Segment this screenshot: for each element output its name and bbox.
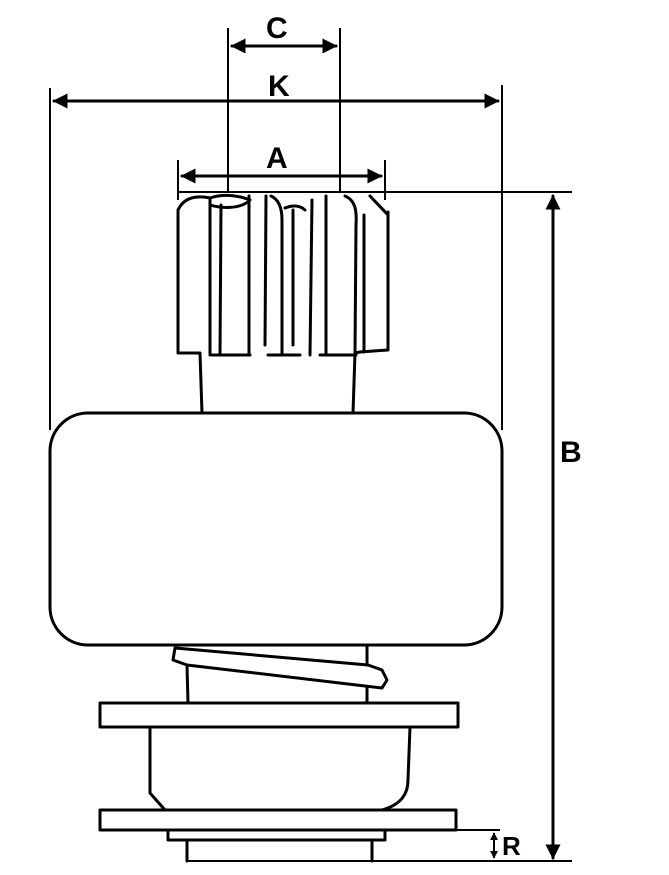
label-b: B: [560, 436, 582, 469]
label-k: K: [268, 70, 290, 103]
clutch-housing: [48, 411, 504, 647]
washer: [166, 828, 387, 842]
shaft-end: [185, 838, 374, 863]
lower-flange-plate: [98, 808, 458, 832]
extension-lines: [49, 28, 572, 862]
upper-flange-plate: [98, 701, 460, 729]
clutch-body: [148, 725, 412, 812]
label-r: R: [502, 831, 521, 861]
helical-spline-shaft: [171, 645, 389, 705]
label-a: A: [266, 142, 288, 175]
label-c: C: [266, 12, 288, 45]
pinion-gear: [176, 193, 390, 415]
